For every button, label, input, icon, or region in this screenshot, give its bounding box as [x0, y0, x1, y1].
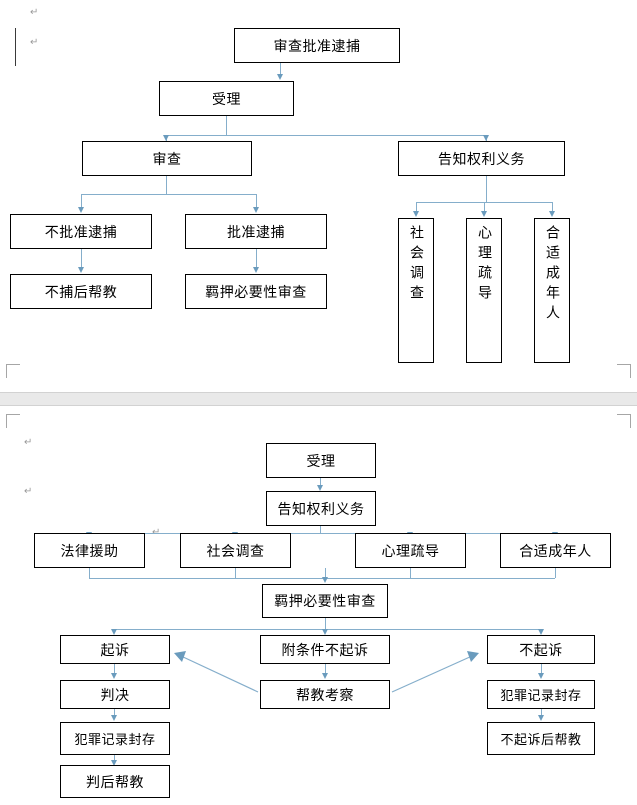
arrow-head-icon [110, 760, 117, 766]
diagonal-connectors [174, 651, 479, 693]
flow-node-pizhun-daibu[interactable]: 批准逮捕 [185, 214, 327, 249]
flow-node-shencha[interactable]: 审查 [82, 141, 252, 176]
connector-line [81, 194, 82, 208]
connector-line [325, 568, 326, 579]
arrow-head-icon [110, 673, 117, 679]
flow-node-p2-shehui-diaocha[interactable]: 社会调查 [180, 533, 291, 568]
arrow-head-icon [77, 207, 84, 213]
arrow-head-icon [480, 211, 487, 217]
paragraph-mark: ↵ [30, 37, 39, 48]
flow-node-p2-xinli-shudao[interactable]: 心理疏导 [355, 533, 466, 568]
connector-line [320, 478, 321, 486]
connector-line [484, 202, 485, 212]
page-corner-mark-top-right-p2 [617, 414, 631, 428]
connector-line [166, 176, 167, 194]
arrow-head-icon [321, 629, 328, 635]
connector-line [81, 249, 82, 268]
flow-node-p2-buqisu-hou-bangjiao[interactable]: 不起诉后帮教 [487, 722, 595, 755]
connector-line [416, 202, 417, 212]
page-corner-mark-bottom-right-p1 [617, 364, 631, 378]
connector-line [256, 249, 257, 268]
connector-line [114, 708, 115, 716]
arrow-head-icon [537, 715, 544, 721]
arrow-head-icon [537, 673, 544, 679]
connector-line [410, 567, 411, 578]
flow-node-shehui-diaocha-vertical[interactable]: 社会调查 [398, 218, 434, 363]
flow-node-jiya-biyaoxing-shencha[interactable]: 羁押必要性审查 [185, 274, 327, 309]
connector-line [541, 663, 542, 674]
flow-node-shencha-pizhun-daibu[interactable]: 审查批准逮捕 [234, 28, 400, 63]
arrow-head-icon [537, 629, 544, 635]
connector-line [114, 663, 115, 674]
paragraph-mark: ↵ [152, 528, 160, 538]
flow-node-p2-jiya-biyaoxing-shencha[interactable]: 羁押必要性审查 [262, 584, 388, 618]
left-margin-bar [15, 28, 16, 66]
flow-node-p2-gaozhi-quanli-yiwu[interactable]: 告知权利义务 [266, 491, 376, 526]
connector-line [81, 194, 256, 195]
connector-line [555, 567, 556, 578]
connector-line [114, 629, 541, 630]
flow-node-p2-buqisu[interactable]: 不起诉 [487, 635, 595, 664]
connector-line [166, 135, 486, 136]
arrow-head-icon [412, 211, 419, 217]
arrow-head-icon [321, 673, 328, 679]
flow-node-p2-qisu[interactable]: 起诉 [60, 635, 170, 664]
arrow-head-icon [252, 267, 259, 273]
paragraph-mark: ↵ [24, 486, 33, 497]
connector-line [552, 202, 553, 212]
paragraph-mark: ↵ [24, 437, 33, 448]
connector-line [486, 176, 487, 202]
flow-node-p2-bangjiao-kaocha[interactable]: 帮教考察 [260, 680, 390, 709]
flow-node-shouli[interactable]: 受理 [159, 81, 294, 116]
flow-node-p2-fanzui-jilu-fengcun-left[interactable]: 犯罪记录封存 [60, 722, 170, 755]
arrow-head-icon [482, 135, 489, 141]
connector-line [541, 708, 542, 716]
arrow-head-icon [316, 485, 323, 491]
connector-line [89, 533, 555, 534]
connector-line [280, 62, 281, 75]
paragraph-mark: ↵ [30, 7, 39, 18]
flow-node-p2-fanzui-jilu-fengcun-right[interactable]: 犯罪记录封存 [487, 680, 595, 709]
page-corner-mark-bottom-left-p1 [6, 364, 20, 378]
connector-line [325, 663, 326, 674]
page-corner-mark-top-left-p2 [6, 414, 20, 428]
flow-node-bu-pizhun-daibu[interactable]: 不批准逮捕 [10, 214, 152, 249]
arrow-head-icon [321, 577, 328, 583]
connector-line [226, 115, 227, 135]
flow-node-p2-heshi-chengnianren[interactable]: 合适成年人 [500, 533, 611, 568]
arrow-head-icon [110, 715, 117, 721]
page-break-separator [0, 392, 637, 406]
flow-node-bubu-hou-bangjiao[interactable]: 不捕后帮教 [10, 274, 152, 309]
arrow-head-icon [252, 207, 259, 213]
connector-line [114, 755, 115, 763]
arrow-head-icon [162, 135, 169, 141]
connector-line [235, 567, 236, 578]
flow-node-xinli-shudao-vertical[interactable]: 心理疏导 [466, 218, 502, 363]
flow-node-p2-shouli[interactable]: 受理 [266, 443, 376, 478]
connector-line [89, 567, 90, 578]
arrow-head-icon [110, 629, 117, 635]
flow-node-p2-panhou-bangjiao[interactable]: 判后帮教 [60, 765, 170, 798]
flow-node-gaozhi-quanli-yiwu[interactable]: 告知权利义务 [398, 141, 565, 176]
connector-line [320, 525, 321, 533]
arrow-head-icon [276, 74, 283, 80]
arrow-head-icon [77, 267, 84, 273]
flow-node-p2-panjue[interactable]: 判决 [60, 680, 170, 709]
arrow-head-icon [548, 211, 555, 217]
flow-node-p2-falv-yuanzhu[interactable]: 法律援助 [34, 533, 145, 568]
connector-line [256, 194, 257, 208]
flow-node-p2-futiaojian-buqisu[interactable]: 附条件不起诉 [260, 635, 390, 664]
connector-line [325, 618, 326, 629]
flow-node-heshi-chengnianren-vertical[interactable]: 合适成年人 [534, 218, 570, 363]
